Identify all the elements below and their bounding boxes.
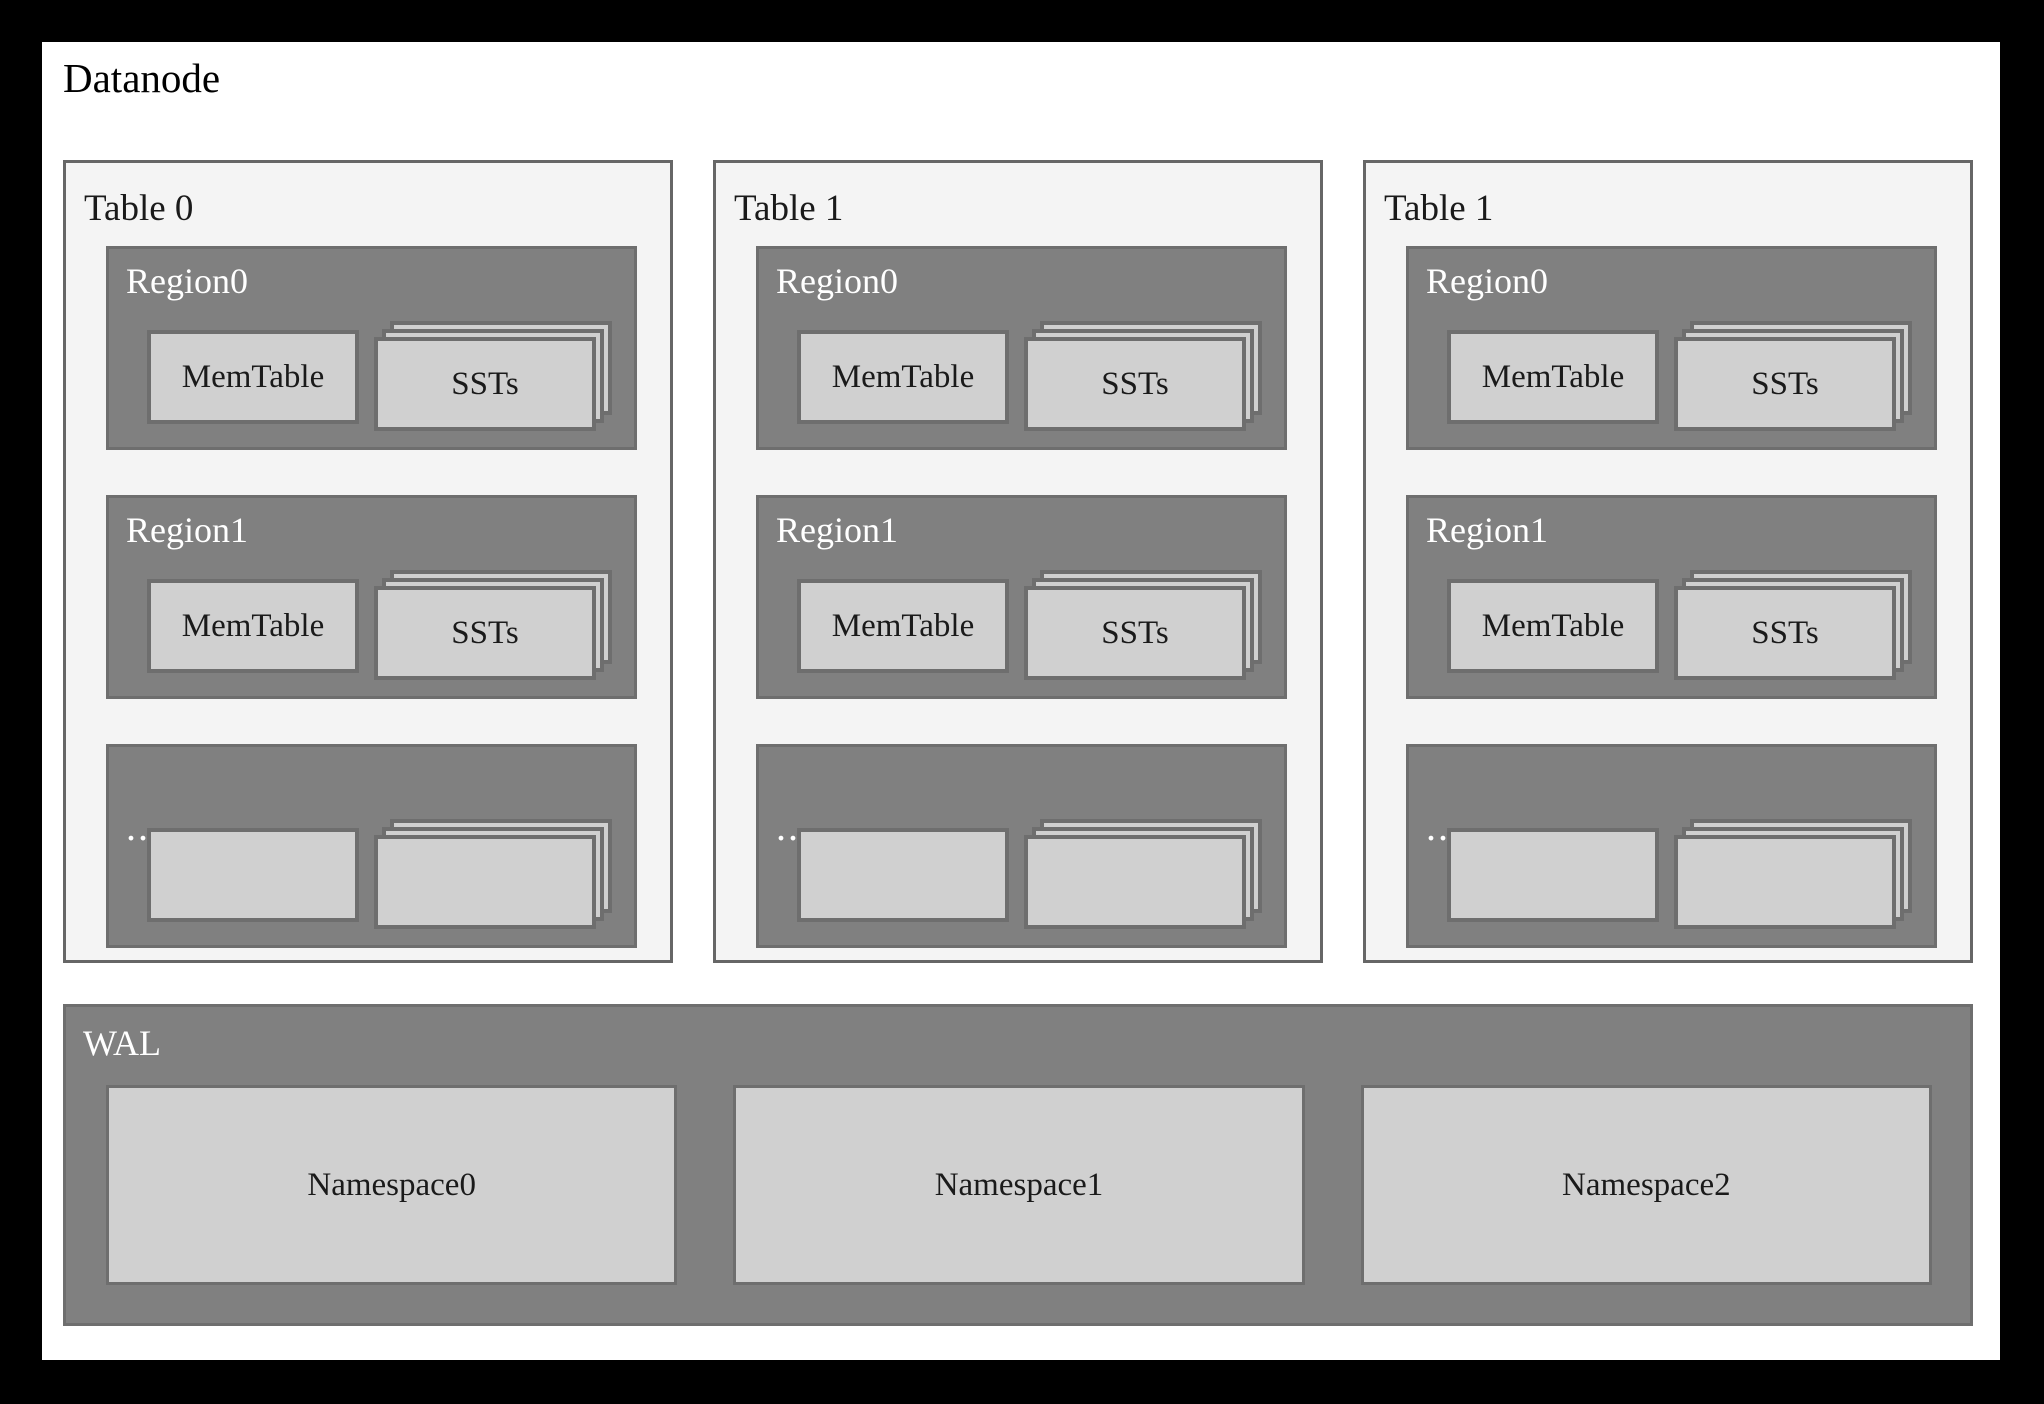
ssts-stack: SSTs xyxy=(374,570,612,680)
ssts-stack xyxy=(374,819,612,929)
region-box: Region0 MemTable SSTs xyxy=(106,246,637,450)
region-label: Region0 xyxy=(1426,261,1548,301)
region-items xyxy=(147,819,612,929)
region-items: MemTable SSTs xyxy=(797,321,1262,431)
ssts-sheet-front xyxy=(1024,835,1246,929)
namespace-box: Namespace2 xyxy=(1360,1085,1932,1285)
region-label: Region1 xyxy=(126,510,248,550)
memtable-box: MemTable xyxy=(147,330,359,424)
ssts-stack: SSTs xyxy=(1674,570,1912,680)
ssts-sheet-front: SSTs xyxy=(1024,337,1246,431)
memtable-box xyxy=(797,828,1009,922)
memtable-label: MemTable xyxy=(1481,358,1625,395)
table-panel-0: Table 0 Region0 MemTable SSTs xyxy=(63,160,673,963)
regions-wrap: Region0 MemTable SSTs xyxy=(106,246,637,948)
region-items: MemTable SSTs xyxy=(1447,570,1912,680)
region-label: Region1 xyxy=(1426,510,1548,550)
ssts-sheet-front: SSTs xyxy=(374,586,596,680)
ssts-label: SSTs xyxy=(1101,614,1169,651)
region-box-ellipsis: ... xyxy=(1406,744,1937,948)
ssts-label: SSTs xyxy=(451,614,519,651)
ssts-label: SSTs xyxy=(1751,614,1819,651)
memtable-box: MemTable xyxy=(147,579,359,673)
region-box: Region1 MemTable SSTs xyxy=(1406,495,1937,699)
memtable-box xyxy=(147,828,359,922)
ssts-stack: SSTs xyxy=(1024,321,1262,431)
ssts-sheet-front xyxy=(374,835,596,929)
table-label: Table 0 xyxy=(84,188,194,229)
wal-label: WAL xyxy=(83,1023,161,1063)
region-label: Region0 xyxy=(126,261,248,301)
region-items: MemTable SSTs xyxy=(147,321,612,431)
ssts-stack: SSTs xyxy=(374,321,612,431)
region-label: Region0 xyxy=(776,261,898,301)
memtable-box: MemTable xyxy=(1447,330,1659,424)
wal-bar: WAL Namespace0 Namespace1 Namespace2 xyxy=(63,1004,1973,1326)
memtable-box: MemTable xyxy=(797,330,1009,424)
ssts-sheet-front: SSTs xyxy=(374,337,596,431)
region-box: Region0 MemTable SSTs xyxy=(756,246,1287,450)
ssts-sheet-front: SSTs xyxy=(1674,337,1896,431)
memtable-label: MemTable xyxy=(831,607,975,644)
namespace-label: Namespace1 xyxy=(934,1166,1104,1203)
namespaces-row: Namespace0 Namespace1 Namespace2 xyxy=(106,1085,1932,1285)
tables-row: Table 0 Region0 MemTable SSTs xyxy=(63,160,1973,963)
region-box-ellipsis: ... xyxy=(756,744,1287,948)
memtable-box: MemTable xyxy=(1447,579,1659,673)
namespace-label: Namespace0 xyxy=(307,1166,476,1203)
ssts-label: SSTs xyxy=(1101,365,1169,402)
regions-wrap: Region0 MemTable SSTs xyxy=(756,246,1287,948)
region-items: MemTable SSTs xyxy=(147,570,612,680)
memtable-label: MemTable xyxy=(181,358,325,395)
ssts-sheet-front: SSTs xyxy=(1024,586,1246,680)
ssts-stack xyxy=(1024,819,1262,929)
region-label: Region1 xyxy=(776,510,898,550)
ssts-sheet-front xyxy=(1674,835,1896,929)
ssts-label: SSTs xyxy=(1751,365,1819,402)
ssts-sheet-front: SSTs xyxy=(1674,586,1896,680)
datanode-title: Datanode xyxy=(63,55,221,101)
table-panel-2: Table 1 Region0 MemTable SSTs xyxy=(1363,160,1973,963)
namespace-label: Namespace2 xyxy=(1562,1166,1731,1203)
regions-wrap: Region0 MemTable SSTs xyxy=(1406,246,1937,948)
region-box: Region1 MemTable SSTs xyxy=(106,495,637,699)
ssts-stack: SSTs xyxy=(1674,321,1912,431)
region-items xyxy=(1447,819,1912,929)
datanode-panel: Datanode Table 0 Region0 MemTable xyxy=(42,42,2000,1360)
region-box: Region0 MemTable SSTs xyxy=(1406,246,1937,450)
region-box-ellipsis: ... xyxy=(106,744,637,948)
ssts-label: SSTs xyxy=(451,365,519,402)
region-items: MemTable SSTs xyxy=(797,570,1262,680)
table-panel-1: Table 1 Region0 MemTable SSTs xyxy=(713,160,1323,963)
ssts-stack: SSTs xyxy=(1024,570,1262,680)
region-items: MemTable SSTs xyxy=(1447,321,1912,431)
table-label: Table 1 xyxy=(734,188,844,229)
memtable-label: MemTable xyxy=(181,607,325,644)
region-box: Region1 MemTable SSTs xyxy=(756,495,1287,699)
ssts-stack xyxy=(1674,819,1912,929)
memtable-box xyxy=(1447,828,1659,922)
namespace-box: Namespace1 xyxy=(733,1085,1305,1285)
namespace-box: Namespace0 xyxy=(106,1085,678,1285)
table-label: Table 1 xyxy=(1384,188,1494,229)
region-items xyxy=(797,819,1262,929)
memtable-label: MemTable xyxy=(831,358,975,395)
memtable-label: MemTable xyxy=(1481,607,1625,644)
memtable-box: MemTable xyxy=(797,579,1009,673)
